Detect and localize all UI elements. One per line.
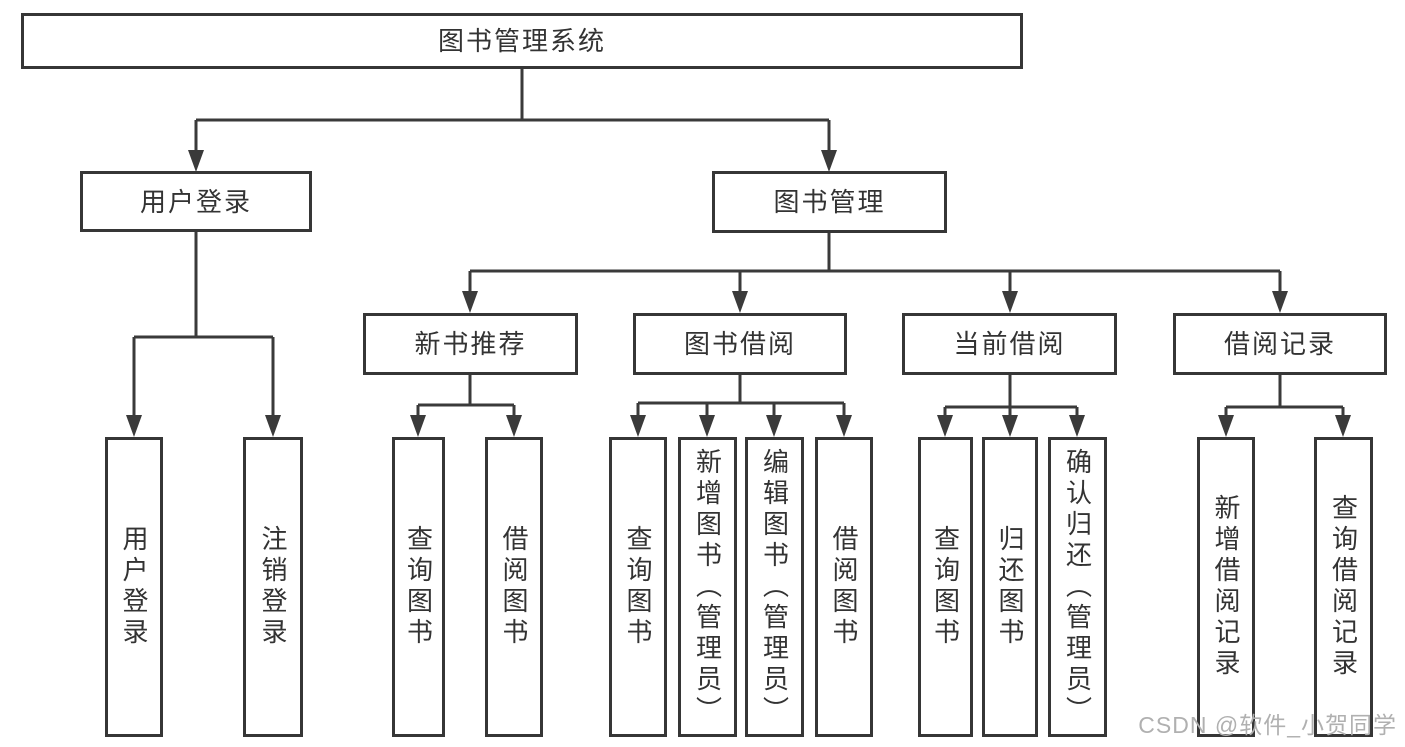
node-borrowing-records: 借阅记录 (1173, 313, 1387, 375)
node-leaf-query-books-under-recommendation: 查询图书 (392, 437, 445, 737)
node-new-book-recommendation: 新书推荐 (363, 313, 578, 375)
node-label: 查询借阅记录 (1328, 494, 1359, 680)
node-label: 归还图书 (995, 525, 1025, 649)
node-book-management-group: 图书管理 (712, 171, 947, 233)
node-leaf-borrow-books-under-borrowing: 借阅图书 (815, 437, 873, 737)
node-leaf-borrow-books-under-recommendation: 借阅图书 (485, 437, 543, 737)
csdn-watermark: CSDN @软件_小贺同学 (1138, 712, 1397, 738)
arrowheads (126, 150, 1351, 437)
node-user-login-group: 用户登录 (80, 171, 312, 232)
node-label: 借阅图书 (499, 525, 529, 649)
node-leaf-query-books-under-borrowing: 查询图书 (609, 437, 667, 737)
tree-edges (132, 69, 1345, 421)
node-leaf-edit-books-admin: 编辑图书（管理员） (745, 437, 804, 737)
node-leaf-query-books-under-current: 查询图书 (918, 437, 973, 737)
node-label: 注销登录 (258, 525, 288, 649)
node-label: 用户登录 (119, 525, 149, 649)
node-root-library-management-system: 图书管理系统 (21, 13, 1023, 69)
node-label: 查询图书 (930, 525, 961, 649)
node-label: 借阅图书 (829, 525, 859, 649)
node-leaf-add-books-admin: 新增图书（管理员） (678, 437, 737, 737)
node-leaf-logout: 注销登录 (243, 437, 303, 737)
node-label: 查询图书 (623, 525, 653, 649)
node-label: 新增借阅记录 (1211, 494, 1241, 680)
node-label: 编辑图书（管理员） (759, 447, 790, 727)
node-leaf-return-books: 归还图书 (982, 437, 1038, 737)
node-label: 新增图书（管理员） (692, 447, 723, 727)
node-leaf-add-borrow-record: 新增借阅记录 (1197, 437, 1255, 737)
node-book-borrowing: 图书借阅 (633, 313, 847, 375)
node-label: 确认归还（管理员） (1062, 447, 1093, 727)
node-leaf-query-borrow-record: 查询借阅记录 (1314, 437, 1373, 737)
node-leaf-confirm-return-admin: 确认归还（管理员） (1048, 437, 1107, 737)
node-label: 查询图书 (403, 525, 434, 649)
node-current-borrowing: 当前借阅 (902, 313, 1117, 375)
node-leaf-user-login: 用户登录 (105, 437, 163, 737)
